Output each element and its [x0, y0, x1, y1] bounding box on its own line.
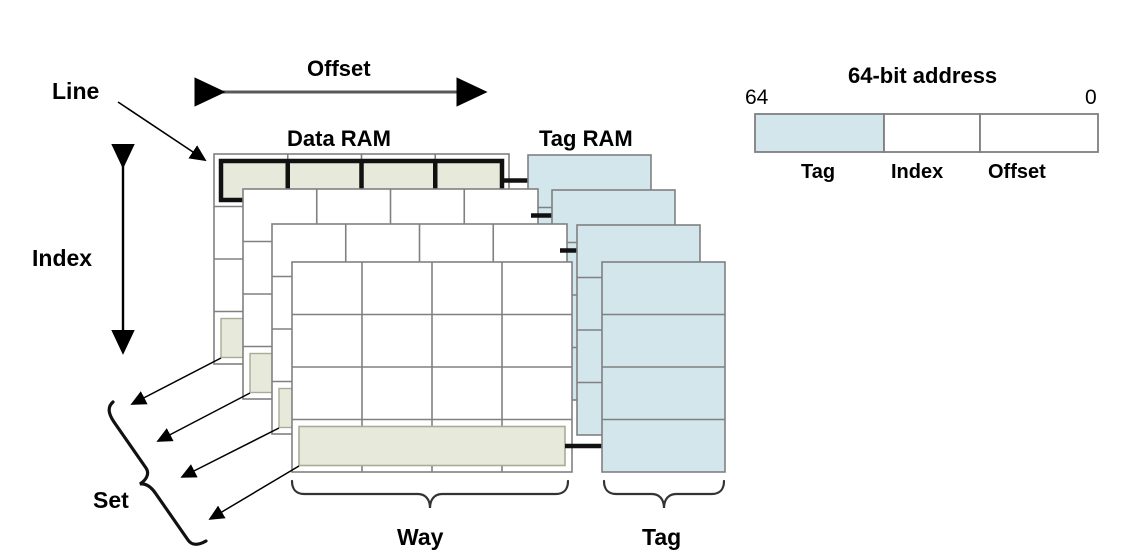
address-segment-label-offset: Offset	[988, 161, 1046, 183]
way-3	[291, 261, 726, 473]
line-callout-arrow	[117, 101, 207, 162]
label-tag-brace: Tag	[642, 524, 682, 550]
address-segment-label-index: Index	[891, 161, 944, 183]
set-row-highlight-3	[298, 425, 566, 467]
address-lsb: 0	[1085, 86, 1097, 109]
set-brace	[107, 400, 208, 546]
address-segment-offset[interactable]	[979, 113, 1099, 153]
address-segment-label-tag: Tag	[801, 161, 836, 183]
label-index: Index	[32, 245, 93, 271]
title-tag-ram: Tag RAM	[539, 126, 633, 151]
label-way: Way	[397, 524, 444, 550]
label-set: Set	[93, 487, 129, 513]
set-brace-arrows	[107, 357, 300, 546]
address-msb: 64	[745, 86, 769, 109]
address-segment-tag[interactable]	[754, 113, 885, 153]
address-title: 64-bit address	[848, 63, 998, 88]
label-offset: Offset	[307, 56, 371, 81]
label-line: Line	[52, 78, 100, 104]
address-segment-index[interactable]	[883, 113, 981, 153]
tag-brace	[602, 479, 726, 509]
address-bar	[754, 113, 1099, 153]
title-data-ram: Data RAM	[287, 126, 391, 151]
way-brace	[290, 479, 570, 509]
